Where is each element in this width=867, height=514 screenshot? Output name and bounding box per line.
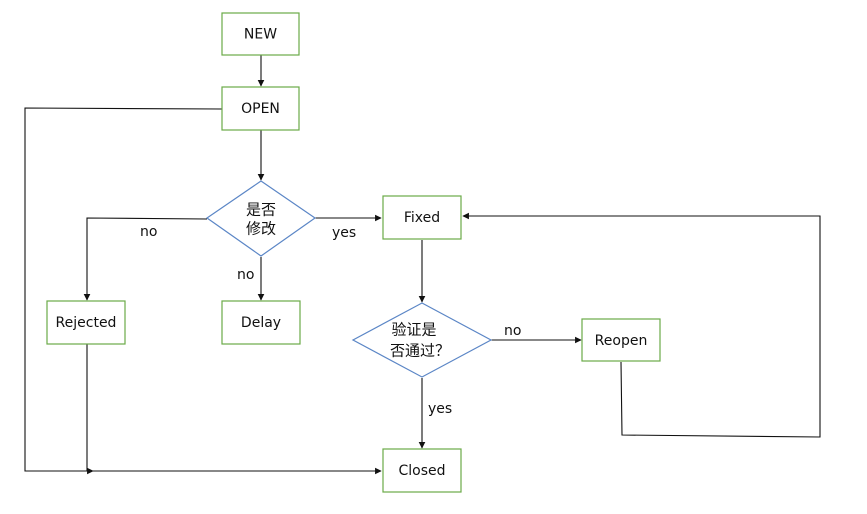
verify-decision-line-2: 否通过？ [390,342,450,360]
edge-open-to-closed [24,107,382,475]
modify-decision-diamond [205,180,317,257]
rejected-label: Rejected [56,315,117,331]
node-closed: Closed [382,448,462,493]
verify-no-label: no [504,323,521,339]
node-fixed: Fixed [382,195,462,240]
verify-decision-line-1: 验证是 [391,321,436,339]
node-delay: Delay [221,300,301,345]
closed-box [382,448,462,493]
fixed-label: Fixed [404,210,440,226]
edges [24,55,821,475]
delay-box [221,300,301,345]
rejected-box [46,300,126,345]
node-modify-decision: 是否 修改 [205,180,317,257]
fixed-box [382,195,462,240]
new-label: NEW [244,27,277,43]
node-new: NEW [221,12,300,56]
edge-modify-no-to-rejected [83,217,208,301]
modify-decision-line-2: 修改 [246,220,276,238]
open-box [221,86,300,131]
modify-decision-line-1: 是否 [246,201,276,219]
edge-reopen-to-fixed [462,212,821,438]
edge-rejected-to-closed [86,344,94,475]
node-reopen: Reopen [581,318,661,362]
reopen-label: Reopen [595,333,648,349]
open-label: OPEN [241,101,280,117]
delay-label: Delay [241,315,281,331]
node-verify-decision: 验证是 否通过？ [351,302,493,378]
edge-labels: no yes no no yes [140,224,521,417]
modify-no-left-label: no [140,224,157,240]
node-rejected: Rejected [46,300,126,345]
closed-label: Closed [398,463,445,479]
verify-yes-label: yes [428,401,452,417]
reopen-box [581,318,661,362]
modify-no-down-label: no [237,267,254,283]
new-box [221,12,300,56]
modify-yes-label: yes [332,225,356,241]
verify-decision-diamond [351,302,493,378]
node-open: OPEN [221,86,300,131]
